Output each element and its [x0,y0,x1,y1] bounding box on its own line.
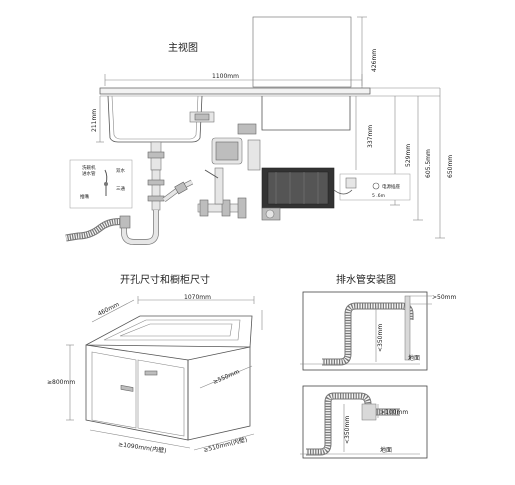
dim-211-label: 211mm [91,109,98,132]
drain-title: 排水管安装图 [336,273,396,286]
socket-icon [345,177,357,189]
dim-529-label: 529mm [405,144,412,167]
svg-text:≥510mm(内壁): ≥510mm(内壁) [203,435,248,454]
cutout-title: 开孔尺寸和橱柜尺寸 [120,273,210,286]
corrugated-hose [65,218,125,242]
dishwasher-basin [261,96,351,131]
door-handle-right [144,370,158,376]
svg-text:>100mm: >100mm [380,409,408,416]
sink-basin [107,95,203,143]
svg-text:推嘴: 推嘴 [80,193,89,200]
cabinet-door-left [91,351,137,429]
svg-text:地面: 地面 [408,354,420,362]
svg-text:进水管: 进水管 [82,170,96,177]
svg-text:地面: 地面 [380,446,392,454]
svg-text:三通: 三通 [116,185,125,192]
svg-text:1070mm: 1070mm [184,294,211,301]
pump-head [237,123,257,135]
svg-text:>50mm: >50mm [432,294,457,301]
svg-text:洗碗机: 洗碗机 [82,164,96,171]
dim-650-label: 650mm [447,155,454,178]
clearance-box [252,16,352,88]
svg-text:≥800mm: ≥800mm [47,379,75,386]
dim-6055-label: 605.5mm [425,149,432,178]
cabinet-door-right [137,359,185,437]
countertop [99,87,371,95]
dim-337-label: 337mm [367,125,374,148]
cabinet-front [85,344,189,441]
door-handle-left [120,384,134,392]
detail-callout [69,159,133,209]
dim-width-label: 1100mm [212,73,239,80]
svg-text:电源插座: 电源插座 [382,183,400,190]
dim-426-label: 426mm [371,49,378,72]
svg-text:460mm: 460mm [97,301,121,318]
main-view-title: 主视图 [168,41,198,54]
cabinet-side [187,346,251,441]
svg-text:双水: 双水 [116,167,125,174]
cabinet-top [85,315,253,348]
svg-text:<350mm: <350mm [377,324,384,352]
svg-text:<350mm: <350mm [344,416,351,444]
svg-text:≥550mm: ≥550mm [212,368,241,386]
svg-text:5 .6m: 5 .6m [372,193,385,199]
